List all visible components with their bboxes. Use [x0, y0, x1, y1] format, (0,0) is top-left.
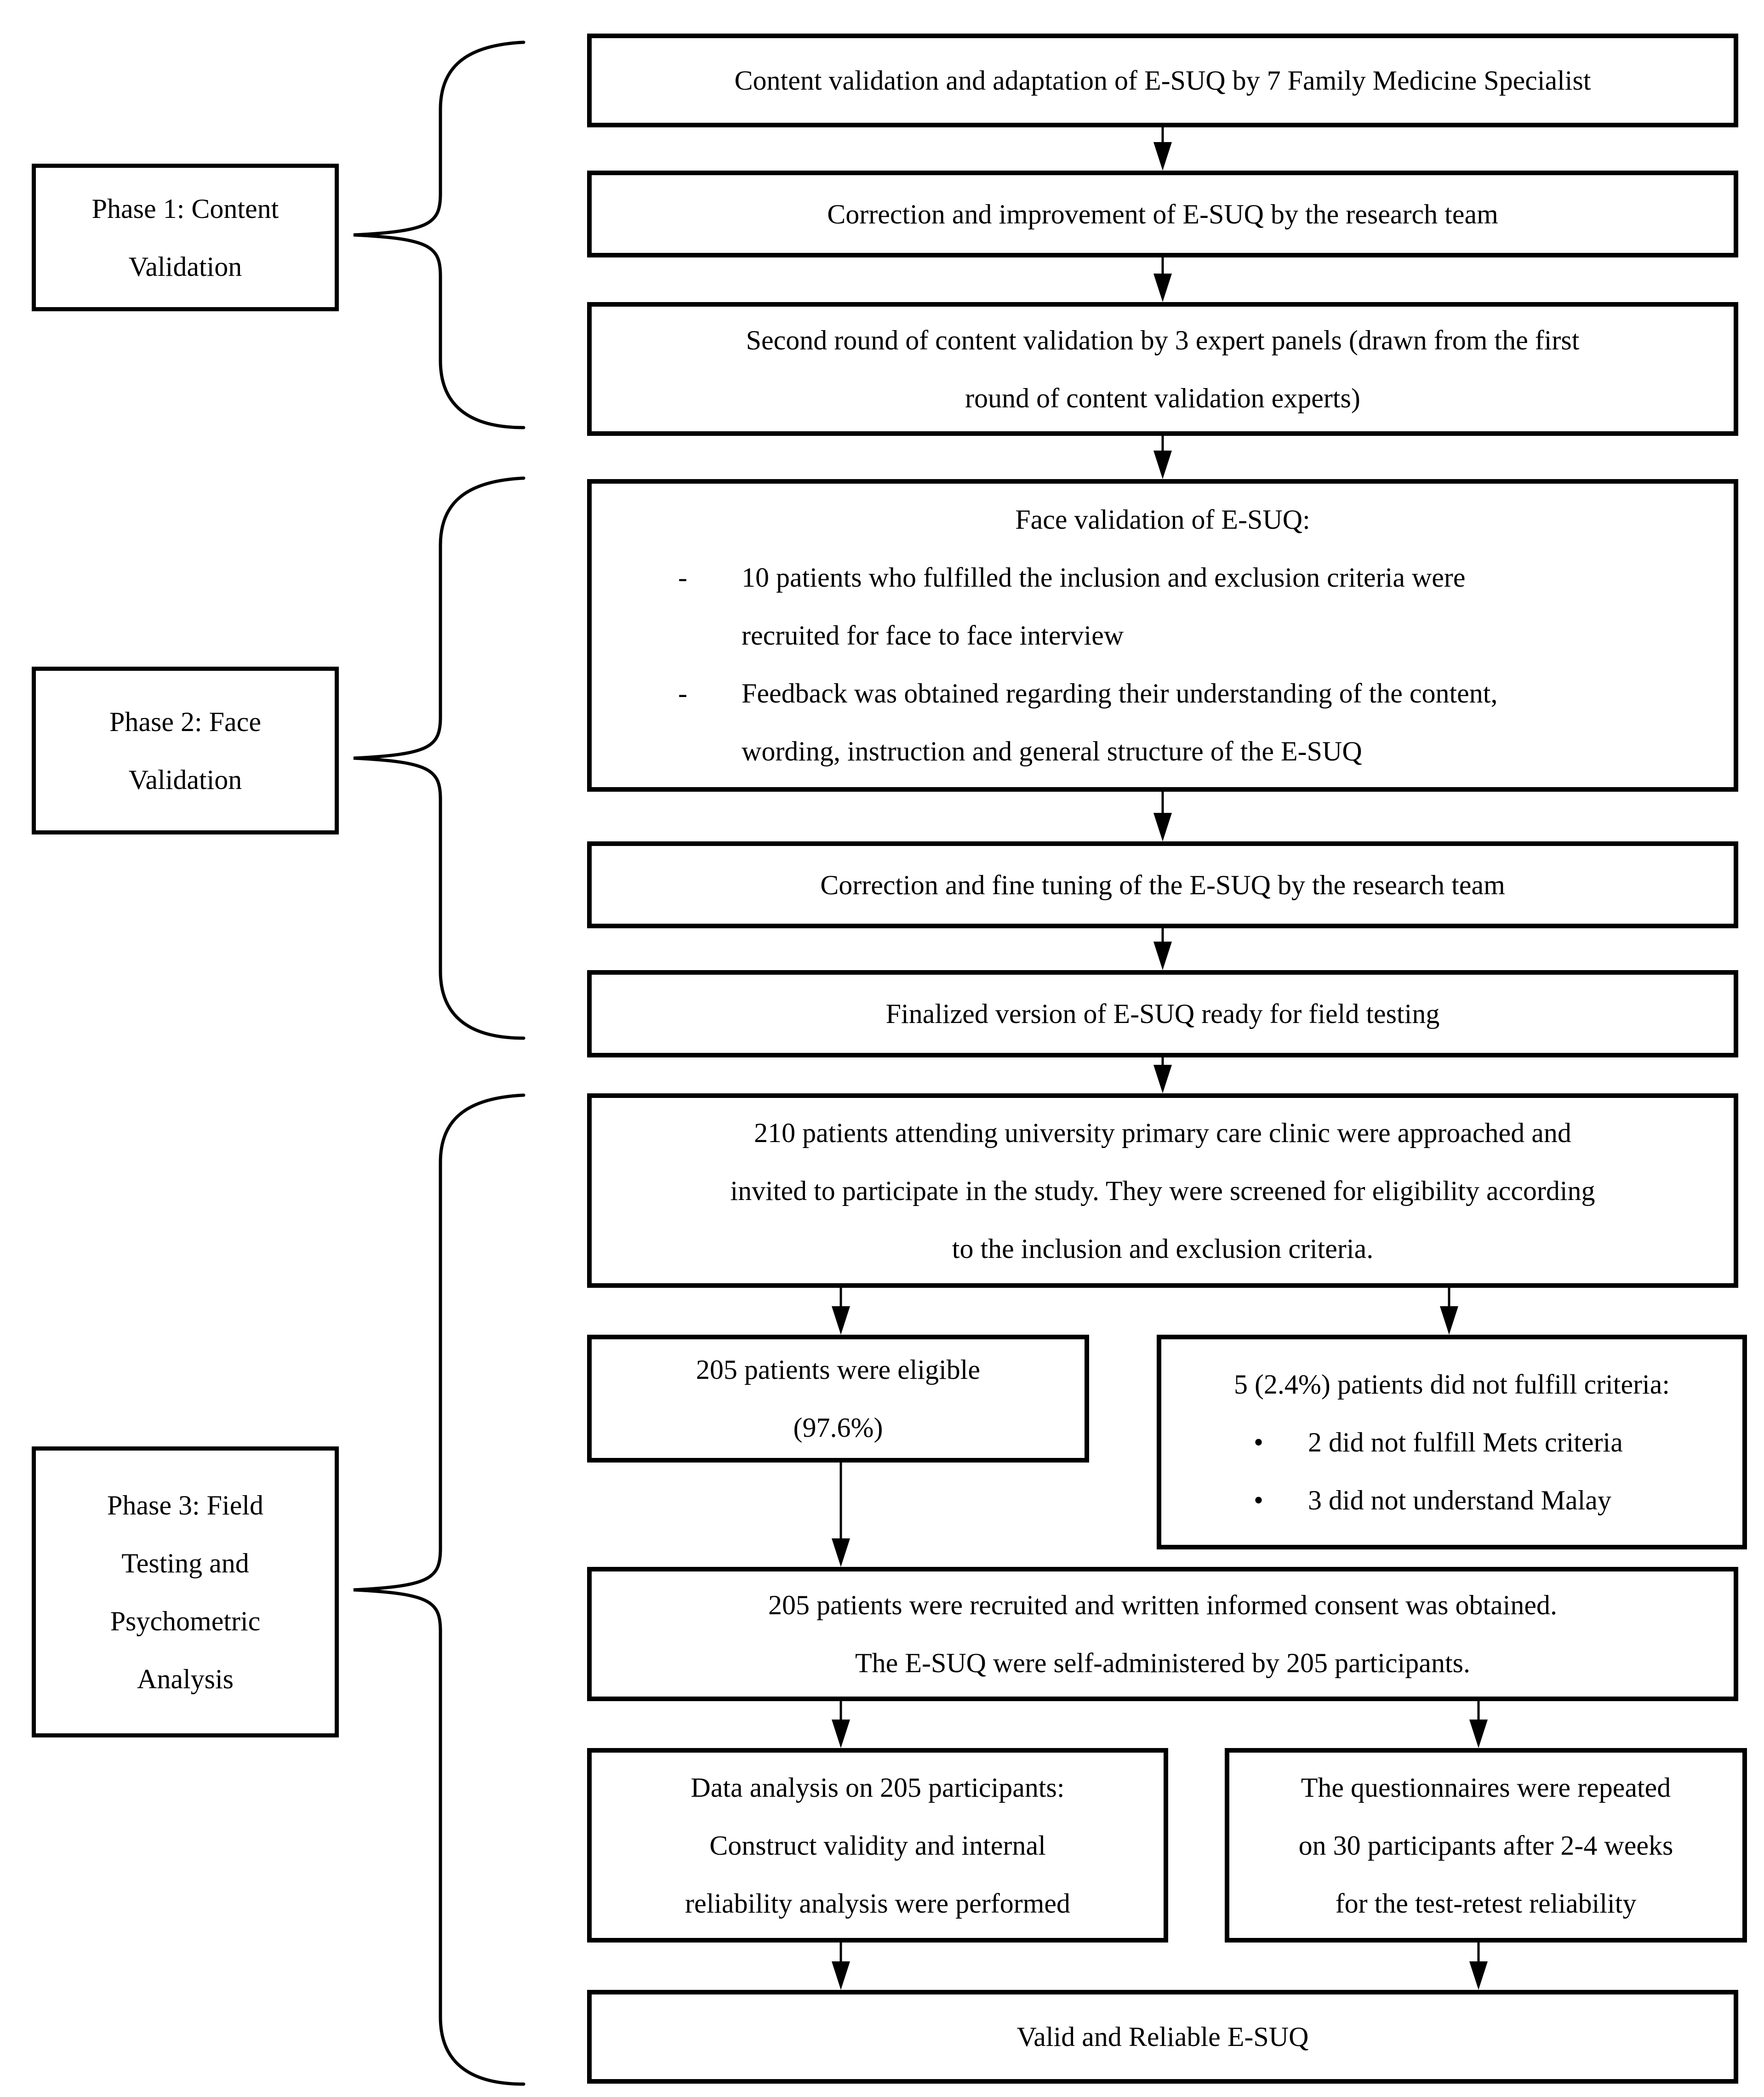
- face-validation-bullet-2: - Feedback was obtained regarding their …: [605, 664, 1720, 780]
- correction-improvement-box: Correction and improvement of E-SUQ by t…: [587, 171, 1738, 257]
- dash-bullet-icon: -: [678, 562, 687, 593]
- eligible-box: 205 patients were eligible (97.6%): [587, 1335, 1089, 1463]
- arrow-line: [1161, 792, 1164, 817]
- second-round-text: Second round of content validation by 3 …: [746, 325, 1580, 413]
- not-fulfill-bullet-1-text: 2 did not fulfill Mets criteria: [1308, 1427, 1623, 1457]
- arrow-down-icon: [1469, 1943, 1488, 1990]
- not-fulfill-bullet-1: • 2 did not fulfill Mets criteria: [1175, 1413, 1729, 1471]
- second-round-box: Second round of content validation by 3 …: [587, 302, 1738, 436]
- phase1-brace-icon: [353, 40, 525, 429]
- arrow-line: [839, 1943, 842, 1966]
- arrow-line: [839, 1288, 842, 1311]
- arrow-down-icon: [1153, 257, 1172, 302]
- face-validation-bullet-1-text: 10 patients who fulfilled the inclusion …: [742, 562, 1466, 651]
- arrow-head: [1469, 1720, 1488, 1748]
- arrow-down-icon: [832, 1701, 850, 1748]
- phase2-label: Phase 2: Face Validation: [109, 706, 261, 795]
- arrow-head: [1469, 1961, 1488, 1990]
- arrow-head: [1153, 942, 1172, 970]
- face-validation-title: Face validation of E-SUQ:: [1015, 504, 1310, 535]
- valid-reliable-box: Valid and Reliable E-SUQ: [587, 1990, 1738, 2084]
- arrow-down-icon: [1440, 1288, 1458, 1335]
- arrow-down-icon: [1153, 1057, 1172, 1093]
- arrow-down-icon: [832, 1943, 850, 1990]
- recruited-box: 205 patients were recruited and written …: [587, 1567, 1738, 1701]
- arrow-down-icon: [1153, 928, 1172, 970]
- not-fulfill-box: 5 (2.4%) patients did not fulfill criter…: [1157, 1335, 1747, 1549]
- arrow-down-icon: [1153, 127, 1172, 171]
- phase1-label-box: Phase 1: Content Validation: [32, 164, 339, 311]
- arrow-line: [1161, 1057, 1164, 1069]
- arrow-head: [1153, 142, 1172, 171]
- arrow-down-icon: [1153, 792, 1172, 841]
- dot-bullet-icon: •: [1254, 1485, 1264, 1515]
- finalized-version-box: Finalized version of E-SUQ ready for fie…: [587, 970, 1738, 1057]
- arrow-line: [1477, 1943, 1480, 1966]
- phase3-label: Phase 3: Field Testing and Psychometric …: [107, 1490, 263, 1694]
- arrow-head: [1153, 813, 1172, 841]
- content-validation-text: Content validation and adaptation of E-S…: [734, 65, 1591, 96]
- recruited-text: 205 patients were recruited and written …: [768, 1590, 1558, 1678]
- arrow-head: [1440, 1306, 1458, 1335]
- arrow-line: [839, 1463, 842, 1543]
- field-screening-box: 210 patients attending university primar…: [587, 1093, 1738, 1288]
- arrow-head: [1153, 451, 1172, 479]
- arrow-down-icon: [832, 1463, 850, 1567]
- dash-bullet-icon: -: [678, 678, 687, 709]
- correction-fine-tuning-text: Correction and fine tuning of the E-SUQ …: [820, 869, 1505, 900]
- valid-reliable-text: Valid and Reliable E-SUQ: [1016, 2022, 1309, 2052]
- phase2-label-box: Phase 2: Face Validation: [32, 667, 339, 834]
- field-screening-text: 210 patients attending university primar…: [730, 1117, 1595, 1264]
- data-analysis-text: Data analysis on 205 participants: Const…: [685, 1772, 1070, 1919]
- arrow-down-icon: [832, 1288, 850, 1335]
- arrow-down-icon: [1153, 436, 1172, 479]
- test-retest-box: The questionnaires were repeated on 30 p…: [1225, 1748, 1747, 1943]
- correction-improvement-text: Correction and improvement of E-SUQ by t…: [827, 199, 1498, 229]
- arrow-line: [1477, 1701, 1480, 1724]
- phase2-brace-icon: [353, 476, 525, 1040]
- eligible-text: 205 patients were eligible (97.6%): [696, 1354, 981, 1443]
- arrow-line: [1161, 127, 1164, 147]
- arrow-down-icon: [1469, 1701, 1488, 1748]
- face-validation-bullet-1: - 10 patients who fulfilled the inclusio…: [605, 549, 1720, 664]
- arrow-line: [1161, 928, 1164, 946]
- phase1-label: Phase 1: Content Validation: [91, 193, 279, 282]
- arrow-head: [832, 1961, 850, 1990]
- face-validation-box: Face validation of E-SUQ: - 10 patients …: [587, 479, 1738, 792]
- arrow-line: [1448, 1288, 1450, 1311]
- not-fulfill-bullet-2-text: 3 did not understand Malay: [1308, 1485, 1611, 1515]
- test-retest-text: The questionnaires were repeated on 30 p…: [1298, 1772, 1673, 1919]
- arrow-head: [1153, 1065, 1172, 1093]
- arrow-head: [832, 1538, 850, 1567]
- not-fulfill-bullet-2: • 3 did not understand Malay: [1175, 1471, 1729, 1529]
- content-validation-box: Content validation and adaptation of E-S…: [587, 34, 1738, 127]
- arrow-head: [1153, 274, 1172, 302]
- correction-fine-tuning-box: Correction and fine tuning of the E-SUQ …: [587, 841, 1738, 928]
- not-fulfill-title: 5 (2.4%) patients did not fulfill criter…: [1233, 1369, 1670, 1400]
- data-analysis-box: Data analysis on 205 participants: Const…: [587, 1748, 1168, 1943]
- arrow-line: [839, 1701, 842, 1724]
- arrow-line: [1161, 436, 1164, 455]
- arrow-head: [832, 1720, 850, 1748]
- dot-bullet-icon: •: [1254, 1427, 1264, 1457]
- finalized-version-text: Finalized version of E-SUQ ready for fie…: [885, 999, 1440, 1029]
- arrow-head: [832, 1306, 850, 1335]
- phase3-brace-icon: [353, 1093, 525, 2086]
- phase3-label-box: Phase 3: Field Testing and Psychometric …: [32, 1446, 339, 1737]
- arrow-line: [1161, 257, 1164, 278]
- face-validation-bullet-2-text: Feedback was obtained regarding their un…: [742, 678, 1498, 766]
